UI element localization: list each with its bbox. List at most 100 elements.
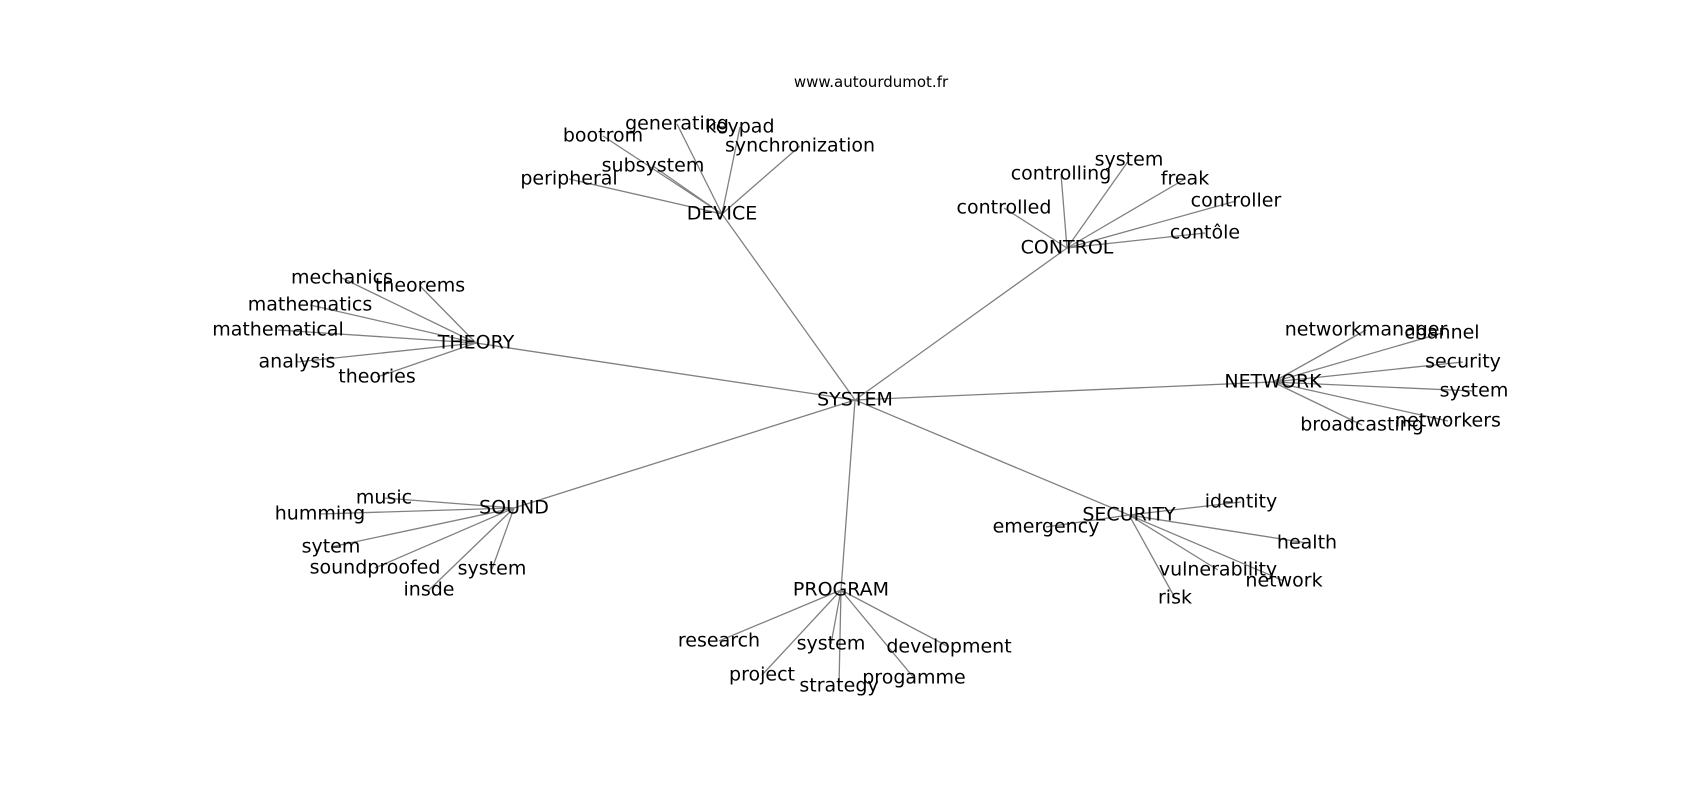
word-node: controller — [1191, 190, 1282, 212]
edge-sound-to-word — [383, 497, 515, 509]
edge-control-to-word — [1060, 173, 1068, 249]
word-node: mathematical — [212, 319, 344, 341]
word-node: mathematics — [248, 294, 373, 316]
edge-control-to-word — [1066, 200, 1237, 249]
word-node: networkers — [1395, 410, 1501, 432]
edge-center-to-control — [854, 247, 1068, 401]
cluster-node-network: NETWORK — [1224, 371, 1322, 393]
word-node: synchronization — [725, 135, 875, 157]
word-node: system — [797, 633, 866, 655]
cluster-node-program: PROGRAM — [793, 579, 889, 601]
word-node: music — [356, 487, 412, 509]
edge-center-to-security — [854, 399, 1130, 516]
edge-device-to-word — [602, 135, 723, 215]
word-node: bootrom — [563, 125, 643, 147]
edge-network-to-word — [1272, 361, 1464, 383]
word-node: identity — [1205, 491, 1278, 513]
word-node: health — [1277, 532, 1337, 554]
word-node: progamme — [862, 667, 966, 689]
edge-device-to-word — [676, 123, 723, 215]
edge-sound-to-word — [319, 507, 515, 515]
word-node: theories — [338, 366, 415, 388]
word-node: development — [886, 636, 1011, 658]
cluster-node-device: DEVICE — [687, 203, 758, 225]
edge-control-to-word — [1066, 159, 1130, 249]
word-node: network — [1245, 570, 1322, 592]
edge-program-to-word — [761, 589, 842, 676]
cluster-node-control: CONTROL — [1021, 237, 1114, 259]
word-node: channel — [1404, 322, 1479, 344]
edge-center-to-network — [854, 381, 1274, 401]
cluster-node-sound: SOUND — [479, 497, 549, 519]
word-node: keypad — [705, 116, 774, 138]
word-node: emergency — [993, 516, 1100, 538]
word-node: project — [729, 664, 795, 686]
edge-security-to-word — [1128, 501, 1242, 516]
edge-center-to-theory — [475, 342, 856, 401]
edge-sound-to-word — [330, 507, 515, 548]
word-node: peripheral — [520, 168, 617, 190]
edge-program-to-word — [830, 589, 842, 645]
edge-center-to-device — [721, 213, 856, 401]
edge-network-to-word — [1272, 381, 1363, 426]
cluster-node-security: SECURITY — [1082, 504, 1176, 526]
center-node: SYSTEM — [817, 389, 893, 411]
edge-program-to-word — [840, 589, 950, 648]
word-node: soundproofed — [310, 557, 441, 579]
edge-theory-to-word — [341, 277, 477, 344]
edge-theory-to-word — [309, 304, 477, 344]
word-node: research — [678, 630, 760, 652]
edge-device-to-word — [721, 145, 801, 215]
site-title: www.autourdumot.fr — [794, 73, 949, 91]
edge-theory-to-word — [296, 342, 477, 363]
edge-security-to-word — [1045, 514, 1130, 528]
edge-network-to-word — [1272, 381, 1475, 392]
edge-security-to-word — [1128, 514, 1285, 582]
edge-security-to-word — [1128, 514, 1308, 544]
word-node: broadcasting — [1300, 414, 1424, 436]
edge-security-to-word — [1128, 514, 1176, 599]
edge-control-to-word — [1003, 207, 1068, 249]
edge-control-to-word — [1066, 178, 1186, 249]
edges-layer — [277, 123, 1475, 687]
word-node: generating — [625, 113, 729, 135]
edge-theory-to-word — [376, 342, 477, 378]
word-node: analysis — [259, 351, 336, 373]
edge-center-to-program — [840, 399, 856, 591]
word-node: system — [1095, 149, 1164, 171]
word-node: mechanics — [291, 267, 393, 289]
edge-theory-to-word — [419, 285, 477, 344]
edge-program-to-word — [718, 589, 842, 642]
edge-security-to-word — [1128, 514, 1219, 571]
edge-device-to-word — [568, 178, 723, 215]
edge-device-to-word — [721, 126, 741, 215]
word-node: controlling — [1011, 163, 1112, 185]
word-node: freak — [1161, 168, 1209, 190]
edge-network-to-word — [1272, 381, 1449, 422]
edge-sound-to-word — [428, 507, 515, 591]
edge-network-to-word — [1272, 329, 1367, 383]
word-node: contôle — [1170, 222, 1240, 244]
word-node: subsystem — [602, 155, 705, 177]
word-node: system — [1440, 380, 1509, 402]
word-node: sytem — [302, 536, 361, 558]
word-node: vulnerability — [1159, 559, 1277, 581]
word-node: theorems — [375, 275, 465, 297]
edge-sound-to-word — [374, 507, 515, 569]
edge-control-to-word — [1066, 232, 1206, 249]
edge-program-to-word — [838, 589, 842, 687]
word-node: insde — [404, 579, 455, 601]
edge-network-to-word — [1272, 332, 1443, 383]
word-node: system — [458, 558, 527, 580]
edge-theory-to-word — [277, 329, 477, 344]
word-node: strategy — [799, 675, 878, 697]
word-node: controlled — [957, 197, 1052, 219]
word-node: networkmanager — [1285, 319, 1448, 341]
edge-program-to-word — [840, 589, 915, 679]
cluster-node-theory: THEORY — [437, 332, 515, 354]
word-node: risk — [1158, 587, 1192, 609]
edge-sound-to-word — [491, 507, 515, 570]
edge-center-to-sound — [513, 399, 856, 509]
